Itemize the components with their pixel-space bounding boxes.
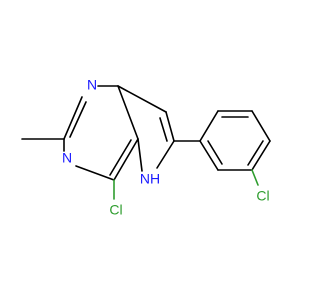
bond-c4a-c4-inner — [109, 139, 132, 176]
bond-c4a-c4 — [113, 138, 139, 181]
bond-ph4-ph5 — [251, 140, 271, 171]
bond-ph6-ph1 — [199, 140, 219, 171]
bond-c7-c6-inner — [159, 117, 168, 142]
phenyl-ring — [173, 110, 271, 171]
molecule-diagram: N N Cl NH Cl — [21, 77, 271, 218]
bond-ph3-ph4 — [251, 110, 271, 142]
pyrrole-nh-label: NH — [140, 171, 160, 187]
bond-c2-n1-inner — [69, 101, 87, 138]
chlorine-phenyl-label: Cl — [256, 188, 269, 204]
bond-ph1-ph2 — [199, 110, 219, 142]
bond-c7a-c7 — [117, 85, 167, 113]
chlorine-pyrimidine-label: Cl — [109, 202, 122, 218]
bond-nh-c4a — [137, 138, 143, 172]
bond-c7a-c4a — [117, 85, 139, 140]
bond-c6-nh — [156, 140, 175, 169]
bond-c2-n1 — [63, 96, 83, 140]
pyrimidine-ring — [21, 85, 139, 181]
bond-ph4-ph5-inner — [247, 140, 264, 166]
pyrrole-ring — [117, 85, 175, 172]
bond-c4-n3 — [75, 165, 115, 181]
nitrogen-n1-label: N — [87, 77, 97, 93]
bond-ph6-ph1-inner — [207, 140, 223, 165]
nitrogen-n3-label: N — [62, 150, 72, 166]
bond-c7-c6 — [165, 111, 175, 142]
bond-phenyl-cl — [251, 169, 259, 186]
